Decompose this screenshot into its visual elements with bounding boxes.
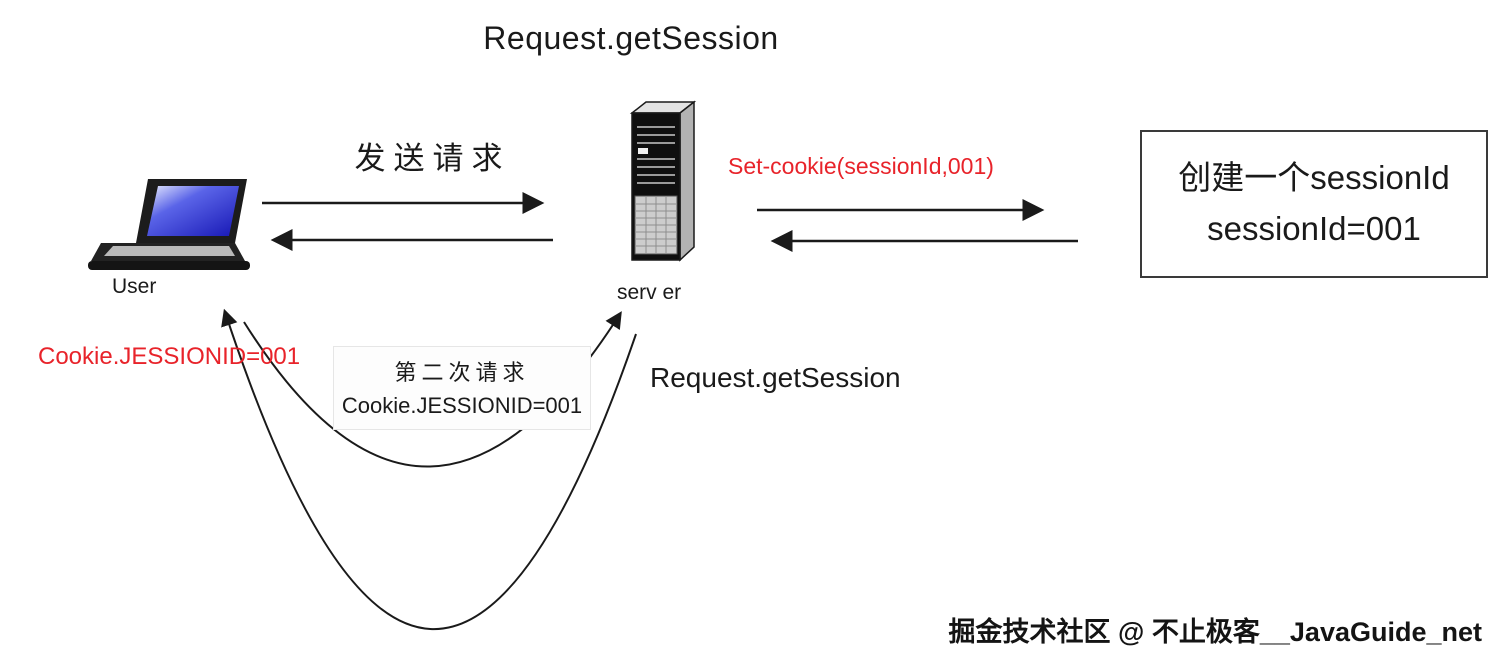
server-label: serv er: [617, 281, 682, 304]
laptop-icon: [88, 179, 250, 270]
cookie-jsessionid-label: Cookie.JESSIONID=001: [38, 343, 301, 370]
second-request-box: 第二次请求 Cookie.JESSIONID=001: [333, 346, 591, 430]
server-vent-lines: [637, 126, 675, 184]
diagram-title: Request.getSession: [483, 20, 779, 56]
send-request-label: 发送请求: [354, 141, 511, 176]
second-response-curve: [221, 308, 637, 630]
request-getsession-label: Request.getSession: [650, 362, 901, 393]
server-led: [638, 148, 648, 154]
second-request-line2: Cookie.JESSIONID=001: [341, 393, 583, 418]
watermark-text: 掘金技术社区 @ 不止极客__JavaGuide_net: [948, 617, 1482, 647]
session-box-line2: sessionId=001: [1207, 210, 1421, 247]
second-request-line1: 第二次请求: [394, 360, 530, 385]
straight-arrows: [262, 191, 1078, 253]
user-label: User: [112, 275, 157, 298]
server-grille: [636, 197, 676, 253]
session-id-box: 创建一个sessionId sessionId=001: [1140, 130, 1488, 278]
server-tower-icon: [629, 100, 697, 262]
set-cookie-label: Set-cookie(sessionId,001): [728, 153, 994, 179]
session-box-line1: 创建一个sessionId: [1178, 159, 1450, 197]
